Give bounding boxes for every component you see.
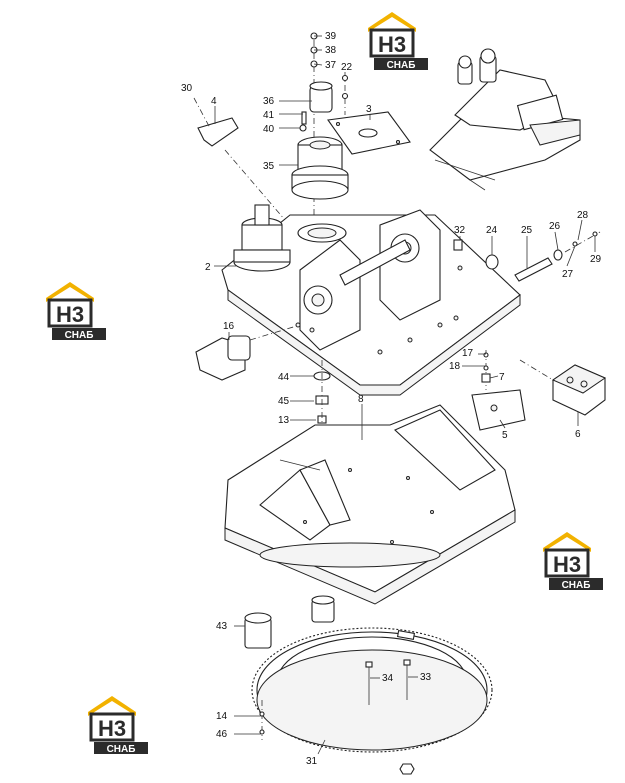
part-32-fitting <box>453 239 463 251</box>
logo-letters: H3 <box>553 552 581 577</box>
callout-34: 34 <box>382 673 394 684</box>
watermark-logo-right: H3 CHAБ <box>543 532 603 591</box>
callout-13: 13 <box>278 415 290 426</box>
assembled-view <box>429 48 581 191</box>
logo-letters: H3 <box>98 716 126 741</box>
callout-17: 17 <box>462 348 474 359</box>
callout-44: 44 <box>278 372 290 383</box>
watermark-logo-bottom: H3 CHAБ <box>88 696 148 755</box>
callout-43: 43 <box>216 621 228 632</box>
part-2-turntable-frame <box>221 204 521 396</box>
callout-18: 18 <box>449 361 461 372</box>
callout-27: 27 <box>562 269 574 280</box>
callout-32: 32 <box>454 225 466 236</box>
callout-6: 6 <box>575 429 581 440</box>
logo-caption: CHAБ <box>387 60 416 71</box>
callout-45: 45 <box>278 396 290 407</box>
callout-29: 29 <box>590 254 602 265</box>
callout-7: 7 <box>499 372 505 383</box>
callout-39: 39 <box>325 31 337 42</box>
part-25-pin <box>514 257 553 282</box>
parts-33-34-bolts <box>365 659 411 705</box>
callout-31: 31 <box>306 756 318 767</box>
part-6-box <box>519 359 607 416</box>
callout-33: 33 <box>420 672 432 683</box>
part-4-bracket <box>193 97 286 221</box>
part-3-plate <box>327 111 411 155</box>
logo-caption: CHAБ <box>65 330 94 341</box>
logo-letters: H3 <box>56 302 84 327</box>
callout-22: 22 <box>341 62 353 73</box>
callout-labels: 39 38 37 22 30 4 36 3 41 40 35 28 32 24 … <box>181 31 602 767</box>
callout-38: 38 <box>325 45 337 56</box>
part-24-bushing <box>485 254 499 270</box>
part-35-motor <box>291 136 349 200</box>
logo-roof <box>368 12 416 32</box>
callout-14: 14 <box>216 711 228 722</box>
logo-caption: CHAБ <box>562 580 591 591</box>
part-16-valve <box>195 324 301 381</box>
part-43-pinion <box>244 595 335 649</box>
callout-46: 46 <box>216 729 228 740</box>
callout-40: 40 <box>263 124 275 135</box>
callout-26: 26 <box>549 221 561 232</box>
callout-30: 30 <box>181 83 193 94</box>
watermark-logo-left: H3 CHAБ <box>46 282 106 341</box>
logo-letters: H3 <box>378 32 406 57</box>
callout-2: 2 <box>205 262 211 273</box>
callout-28: 28 <box>577 210 589 221</box>
leader-lines <box>214 35 596 755</box>
callout-4: 4 <box>211 96 217 107</box>
parts-17-18-7-5 <box>471 350 526 431</box>
watermark-logo-top: H3 CHAБ <box>368 12 428 71</box>
parts-14-46-fasteners <box>259 700 415 775</box>
part-26-washer <box>553 249 563 261</box>
logo-caption: CHAБ <box>107 744 136 755</box>
callout-8: 8 <box>358 394 364 405</box>
part-8-base-plate <box>224 404 516 605</box>
callout-36: 36 <box>263 96 275 107</box>
top-parts-stack <box>299 32 349 220</box>
callout-5: 5 <box>502 430 508 441</box>
callout-35: 35 <box>263 161 275 172</box>
callout-25: 25 <box>521 225 533 236</box>
callout-3: 3 <box>366 104 372 115</box>
callout-37: 37 <box>325 60 337 71</box>
callout-16: 16 <box>223 321 235 332</box>
callout-41: 41 <box>263 110 275 121</box>
part-31-slewing-ring <box>251 627 493 753</box>
callout-24: 24 <box>486 225 498 236</box>
